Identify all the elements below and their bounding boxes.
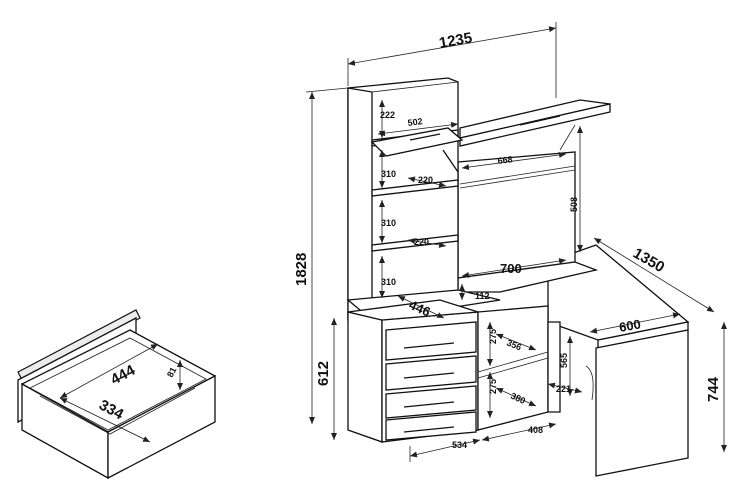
table-height-label: 744 <box>705 376 722 402</box>
small-height-label: 112 <box>475 291 490 301</box>
leg-height-label: 565 <box>559 353 569 368</box>
furniture-isometric <box>346 77 690 477</box>
shelf-depth-1-label: 220 <box>418 175 433 185</box>
desk-height-label: 612 <box>315 361 332 386</box>
shelf-depth-2-label: 220 <box>414 237 429 247</box>
shelf-unit-2-label: 310 <box>381 218 396 228</box>
cabinet-height-label: 508 <box>569 197 579 212</box>
drawer-detail: 444 334 81 <box>17 309 217 480</box>
return-depth-label: 600 <box>618 316 642 335</box>
cabinet-width-label: 668 <box>497 154 513 166</box>
niche-h2-label: 275 <box>488 379 498 394</box>
overall-width-label: 1235 <box>438 29 474 52</box>
niche-h1-label: 275 <box>488 329 498 344</box>
shelf-unit-1-label: 310 <box>381 169 396 179</box>
shelf-top-width-label: 502 <box>407 116 423 128</box>
drawer-unit-width-label: 534 <box>452 440 467 450</box>
drawer-height-label: 81 <box>165 365 179 379</box>
niche-width-label: 408 <box>528 425 543 435</box>
shelf-unit-3-label: 310 <box>381 277 396 287</box>
desk-surface-label: 700 <box>500 261 522 276</box>
shelf-top-label: 222 <box>380 110 395 120</box>
leg-offset-label: 221 <box>556 384 571 394</box>
overall-height-label: 1828 <box>293 253 310 286</box>
